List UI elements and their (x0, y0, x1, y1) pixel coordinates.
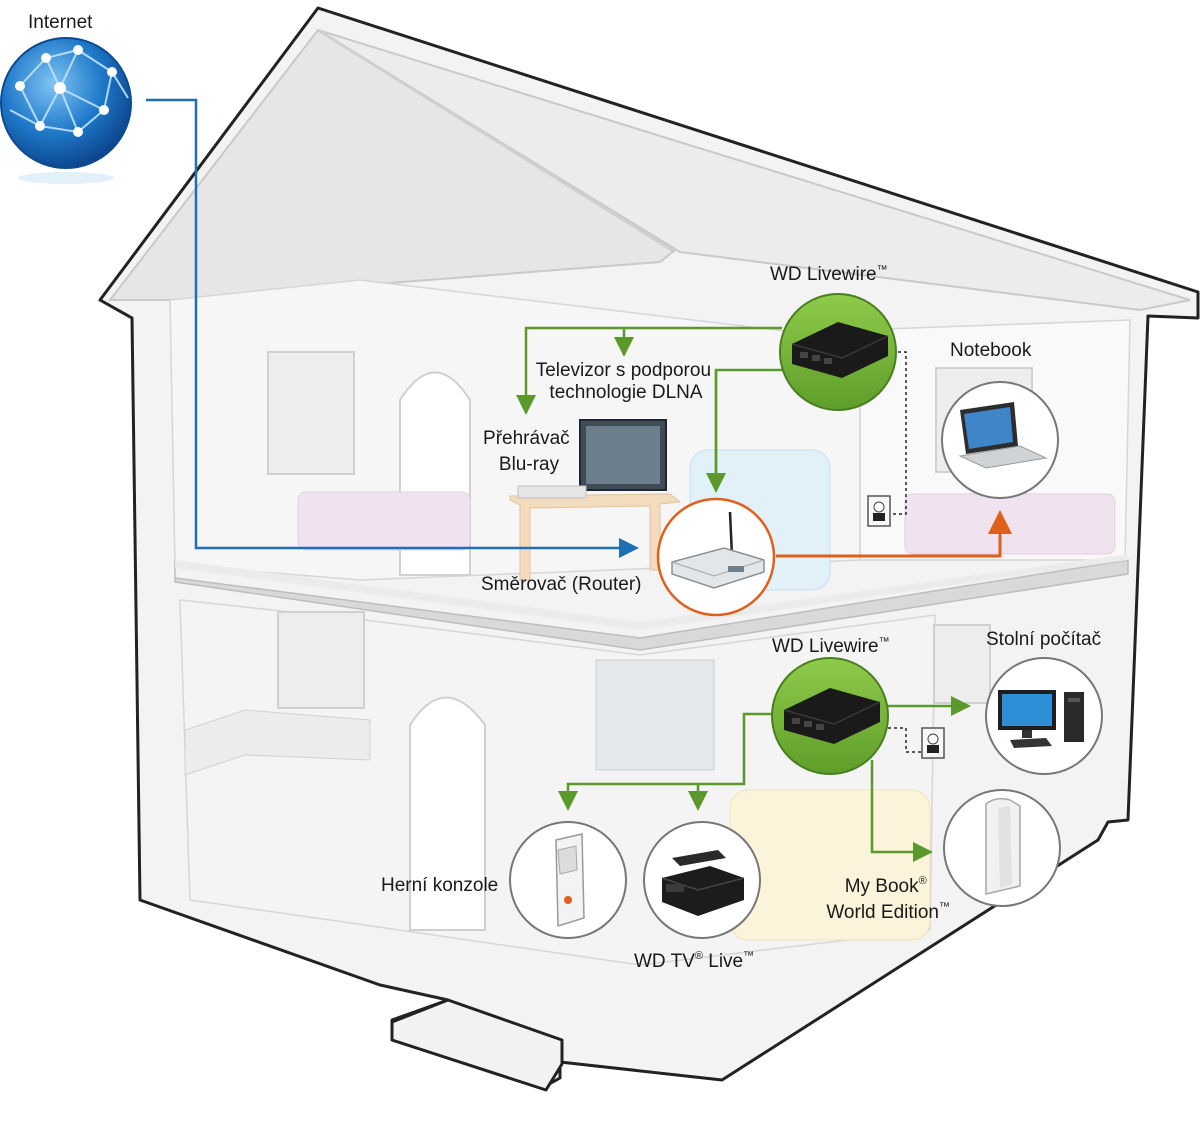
wdtv-node: WD TV® Live™ (634, 821, 761, 972)
power-outlet-icon (867, 495, 891, 527)
laptop-icon (958, 402, 1048, 469)
sofa-upper-right (904, 493, 1116, 555)
external-drive-icon (985, 797, 1021, 895)
mybook-label: My Book® World Edition™ (826, 868, 950, 923)
roof-ridge (317, 28, 676, 254)
game-console-icon (555, 833, 585, 928)
power-outlet-icon (921, 727, 945, 759)
router-label: Směrovač (Router) (481, 574, 642, 595)
internet-label: Internet (28, 12, 93, 33)
lower-tv (595, 659, 715, 771)
middle-floor-slab (174, 559, 1129, 651)
desktop-node: Stolní počítač (985, 629, 1103, 775)
livewire-to-mybook-link (870, 760, 933, 862)
window-lower-left (277, 611, 365, 709)
middle-floor-top (175, 554, 1128, 630)
livewire-bottom-power-cord (888, 727, 922, 753)
desktop-pc-icon (998, 690, 1084, 748)
lower-window-right (933, 624, 991, 704)
desk (509, 493, 682, 581)
notebook-node: Notebook (941, 340, 1059, 499)
livewire-bottom-label: WD Livewire™ (772, 636, 890, 657)
livewire-top-power-cord (890, 351, 907, 515)
router-node: Směrovač (Router) (481, 497, 776, 617)
internet-to-router-link (146, 98, 639, 558)
dlna-tv-label: Televizor s podporou technologie DLNA (536, 360, 717, 403)
dlna-tv-screen (586, 426, 660, 484)
roof-left-plane (107, 28, 677, 301)
desktop-label: Stolní počítač (986, 629, 1101, 650)
mybook-node: My Book® World Edition™ (826, 789, 1061, 923)
front-step (390, 998, 564, 1092)
livewire-top-bus (516, 326, 782, 415)
window-upper-left (267, 351, 355, 475)
roof-right-plane (317, 29, 1191, 312)
router-icon (671, 511, 765, 589)
livewire-bottom-node: WD Livewire™ (771, 636, 890, 775)
livewire-device-icon (791, 322, 889, 378)
livewire-bottom-bus (558, 712, 776, 811)
notebook-label: Notebook (950, 340, 1032, 361)
bluray-label: Přehrávač Blu-ray (483, 428, 575, 475)
livewire-top-label: WD Livewire™ (770, 264, 888, 285)
internet-node: Internet (0, 12, 132, 184)
console-label: Herní konzole (381, 875, 498, 896)
sofa-upper-left (297, 491, 471, 551)
media-player-icon (661, 850, 745, 916)
wdtv-label: WD TV® Live™ (634, 950, 754, 972)
livewire-device-icon (783, 688, 881, 744)
bluray-player (517, 485, 587, 499)
console-node: Herní konzole (381, 821, 627, 939)
router-to-notebook-link (776, 510, 1012, 558)
arched-doorway-lower (409, 696, 486, 931)
livewire-top-node: WD Livewire™ (770, 264, 897, 411)
kitchen-counter (184, 709, 371, 776)
globe-icon (0, 37, 132, 184)
